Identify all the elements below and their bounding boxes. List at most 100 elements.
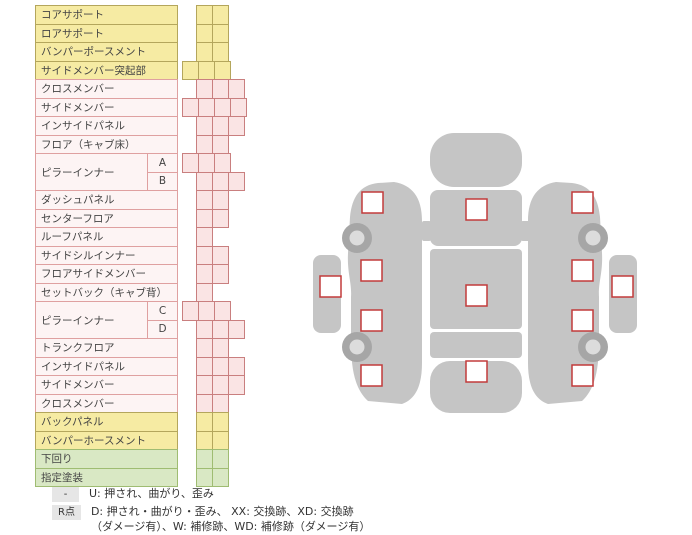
wheel-hub-icon <box>585 230 601 246</box>
damage-cell[interactable] <box>196 338 213 358</box>
damage-cell[interactable] <box>212 79 229 99</box>
damage-cell[interactable] <box>212 23 229 43</box>
damage-cell[interactable] <box>196 227 213 247</box>
damage-cell[interactable] <box>212 245 229 265</box>
damage-cell[interactable] <box>196 208 213 228</box>
damage-cell[interactable] <box>182 97 199 117</box>
legend-text-r-2: （ダメージ有）、W: 補修跡、WD: 補修跡（ダメージ有） <box>90 520 371 533</box>
part-label: センターフロア <box>35 208 178 228</box>
car-left-side-body <box>347 182 422 404</box>
part-sublabel: D <box>147 319 178 339</box>
damage-marker-box[interactable] <box>319 275 342 298</box>
part-label: 指定塗装 <box>35 467 178 487</box>
legend-lines-r: D: 押され・曲がり・歪み、 XX: 交換跡、XD: 交換跡 （ダメージ有）、W… <box>91 504 370 534</box>
damage-cell[interactable] <box>212 393 229 413</box>
damage-marker-box[interactable] <box>571 364 594 387</box>
damage-cell[interactable] <box>212 116 229 136</box>
wheel-hub-icon <box>585 339 601 355</box>
part-label: バンパーポースメント <box>35 42 178 62</box>
damage-cell[interactable] <box>212 264 229 284</box>
damage-cell[interactable] <box>196 190 213 210</box>
damage-cell[interactable] <box>212 190 229 210</box>
damage-cell[interactable] <box>196 282 213 302</box>
damage-cell[interactable] <box>196 171 213 191</box>
part-label: ダッシュパネル <box>35 190 178 210</box>
damage-cell[interactable] <box>196 134 213 154</box>
damage-cell[interactable] <box>228 116 245 136</box>
damage-cell[interactable] <box>182 301 199 321</box>
damage-cell[interactable] <box>212 449 229 469</box>
damage-cell[interactable] <box>196 116 213 136</box>
damage-marker-box[interactable] <box>611 275 634 298</box>
damage-cell[interactable] <box>196 375 213 395</box>
legend-text-r-1: D: 押され・曲がり・歪み、 XX: 交換跡、XD: 交換跡 <box>90 505 354 518</box>
damage-marker-box[interactable] <box>571 191 594 214</box>
damage-cell[interactable] <box>196 245 213 265</box>
damage-cell[interactable] <box>182 60 199 80</box>
damage-cell[interactable] <box>196 430 213 450</box>
damage-cell[interactable] <box>212 208 229 228</box>
part-label: インサイドパネル <box>35 116 178 136</box>
damage-cell[interactable] <box>228 171 245 191</box>
damage-cell[interactable] <box>212 467 229 487</box>
damage-marker-box[interactable] <box>360 309 383 332</box>
damage-cell[interactable] <box>196 5 213 25</box>
part-label: ピラーインナー <box>35 153 148 191</box>
part-label: ピラーインナー <box>35 301 148 339</box>
damage-cell[interactable] <box>196 23 213 43</box>
damage-marker-box[interactable] <box>361 191 384 214</box>
damage-cell[interactable] <box>214 153 231 173</box>
damage-cell[interactable] <box>214 97 231 117</box>
car-hood <box>430 133 522 187</box>
damage-cell[interactable] <box>228 79 245 99</box>
damage-marker-box[interactable] <box>465 284 488 307</box>
damage-cell[interactable] <box>212 319 229 339</box>
damage-cell[interactable] <box>198 97 215 117</box>
part-label: トランクフロア <box>35 338 178 358</box>
damage-cell[interactable] <box>196 467 213 487</box>
wheel-hub-icon <box>349 339 365 355</box>
damage-cell[interactable] <box>196 79 213 99</box>
damage-cell[interactable] <box>196 42 213 62</box>
damage-marker-box[interactable] <box>360 259 383 282</box>
part-label: バックパネル <box>35 412 178 432</box>
damage-cell[interactable] <box>214 301 231 321</box>
damage-cell[interactable] <box>212 356 229 376</box>
damage-marker-box[interactable] <box>571 259 594 282</box>
damage-cell[interactable] <box>230 97 247 117</box>
legend: - U: 押され、曲がり、歪み R点 D: 押され・曲がり・歪み、 XX: 交換… <box>52 486 370 535</box>
damage-marker-box[interactable] <box>465 198 488 221</box>
damage-cell[interactable] <box>212 171 229 191</box>
damage-marker-box[interactable] <box>360 364 383 387</box>
damage-cell[interactable] <box>212 338 229 358</box>
check-markers <box>319 191 634 387</box>
damage-cell[interactable] <box>212 5 229 25</box>
damage-cell[interactable] <box>196 412 213 432</box>
damage-cell[interactable] <box>196 356 213 376</box>
damage-cell[interactable] <box>196 319 213 339</box>
damage-cell[interactable] <box>212 375 229 395</box>
car-mirror-left <box>422 221 431 241</box>
part-label: フロア（キャブ床） <box>35 134 178 154</box>
damage-cell[interactable] <box>228 375 245 395</box>
damage-cell[interactable] <box>196 264 213 284</box>
damage-cell[interactable] <box>198 60 215 80</box>
damage-cell[interactable] <box>228 319 245 339</box>
damage-cell[interactable] <box>212 430 229 450</box>
wheel-hub-icon <box>349 230 365 246</box>
damage-cell[interactable] <box>182 153 199 173</box>
damage-cell[interactable] <box>212 134 229 154</box>
part-label: サイドメンバー <box>35 97 178 117</box>
part-sublabel: C <box>147 301 178 321</box>
damage-cell[interactable] <box>198 301 215 321</box>
damage-cell[interactable] <box>196 449 213 469</box>
damage-cell[interactable] <box>228 356 245 376</box>
damage-cell[interactable] <box>214 60 231 80</box>
damage-cell[interactable] <box>212 412 229 432</box>
damage-cell[interactable] <box>212 42 229 62</box>
damage-cell[interactable] <box>196 393 213 413</box>
damage-marker-box[interactable] <box>571 309 594 332</box>
damage-cell[interactable] <box>198 153 215 173</box>
damage-marker-box[interactable] <box>465 360 488 383</box>
